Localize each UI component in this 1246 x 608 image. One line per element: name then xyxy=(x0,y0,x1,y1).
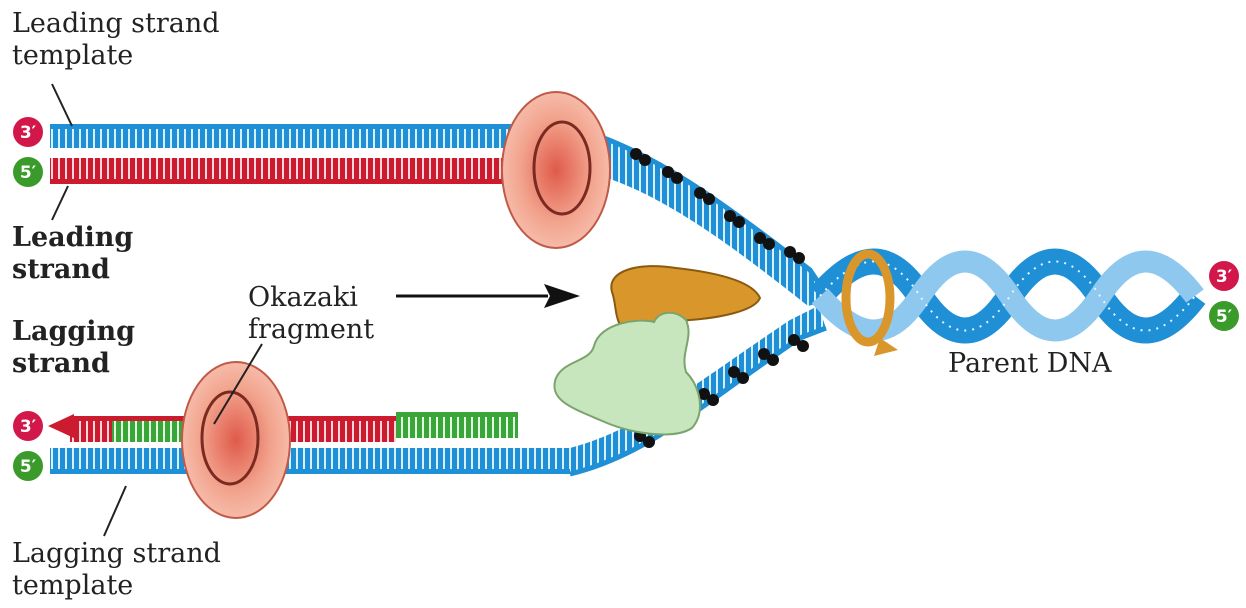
parent-dna-helix xyxy=(820,262,1195,331)
leading-strand-template-label: Leading strand template xyxy=(12,8,220,72)
svg-text:3′: 3′ xyxy=(20,123,37,143)
lagging-3prime-marker: 3′ xyxy=(13,411,43,441)
parent-3prime-marker: 3′ xyxy=(1209,261,1239,291)
okazaki-arrow xyxy=(396,284,580,308)
lagging-strand-label: Lagging strand xyxy=(12,316,135,380)
lagging-strand-template-label: Lagging strand template xyxy=(12,538,221,602)
primase xyxy=(554,313,700,435)
lagging-5prime-marker: 5′ xyxy=(13,451,43,481)
lagging-template-pointer xyxy=(104,486,126,536)
leading-3prime-marker: 3′ xyxy=(13,117,43,147)
svg-text:5′: 5′ xyxy=(20,457,37,477)
parent-5prime-marker: 5′ xyxy=(1209,301,1239,331)
svg-text:5′: 5′ xyxy=(1216,307,1233,327)
leading-new-strand xyxy=(50,158,576,202)
leading-strand-label: Leading strand xyxy=(12,222,133,286)
lagging-direction-arrow xyxy=(48,414,74,438)
leading-sliding-clamp xyxy=(502,92,610,248)
leading-strand-pointer xyxy=(52,186,68,220)
leading-template-pointer xyxy=(52,84,72,126)
leading-5prime-marker: 5′ xyxy=(13,157,43,187)
parent-dna-label: Parent DNA xyxy=(948,348,1112,380)
okazaki-fragment-label: Okazaki fragment xyxy=(248,282,374,346)
svg-text:5′: 5′ xyxy=(20,163,37,183)
lagging-strand-template-strand xyxy=(50,306,826,474)
svg-text:3′: 3′ xyxy=(1216,267,1233,287)
svg-text:3′: 3′ xyxy=(20,417,37,437)
